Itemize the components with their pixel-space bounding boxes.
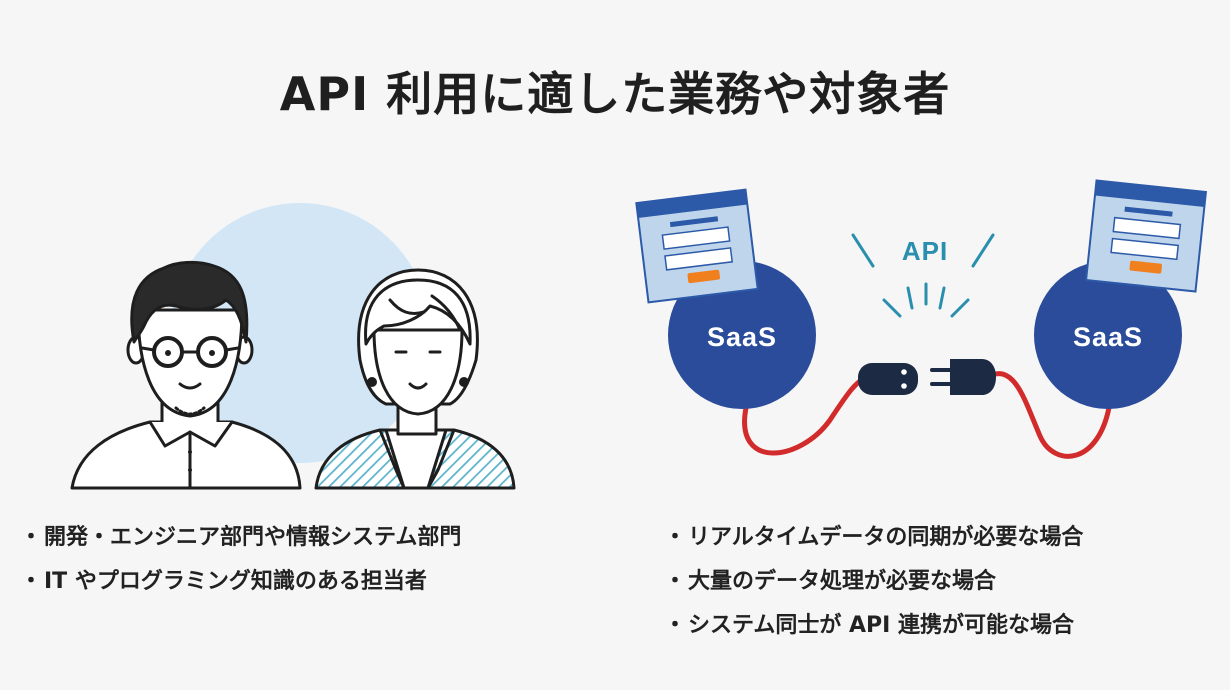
app-window-icon-right (1084, 179, 1208, 293)
engineers-illustration (70, 203, 516, 490)
api-connection-diagram: SaaS SaaS (635, 179, 1208, 459)
list-item-text: システム同士が API 連携が可能な場合 (688, 613, 1074, 638)
saas-label-left: SaaS (707, 322, 777, 352)
app-window-icon-left (635, 188, 759, 304)
engineer-woman-icon (314, 268, 516, 490)
spark-lines-icon (851, 233, 995, 318)
api-label: API (902, 236, 948, 266)
page-title: API 利用に適した業務や対象者 (279, 67, 951, 121)
list-item-text: IT やプログラミング知識のある担当者 (44, 569, 427, 594)
bullet-icon: ・ (20, 525, 43, 550)
saas-circle-right (1034, 261, 1182, 409)
list-item: ・システム同士が API 連携が可能な場合 (664, 610, 1083, 654)
target-users-list: ・開発・エンジニア部門や情報システム部門 ・IT やプログラミング知識のある担当… (20, 522, 461, 610)
saas-label-right: SaaS (1073, 322, 1143, 352)
list-item: ・IT やプログラミング知識のある担当者 (20, 566, 461, 610)
illustration: SaaS SaaS (70, 179, 1208, 490)
list-item-text: リアルタイムデータの同期が必要な場合 (688, 525, 1084, 550)
socket-icon (858, 363, 918, 395)
plug-icon (930, 359, 996, 395)
saas-circle-left (668, 261, 816, 409)
bullet-icon: ・ (664, 613, 687, 638)
list-item: ・大量のデータ処理が必要な場合 (664, 566, 1083, 610)
suitable-cases-list: ・リアルタイムデータの同期が必要な場合 ・大量のデータ処理が必要な場合 ・システ… (664, 522, 1083, 654)
backdrop-circle (170, 203, 430, 463)
right-cable (989, 371, 1113, 459)
bullet-icon: ・ (664, 525, 687, 550)
list-item: ・開発・エンジニア部門や情報システム部門 (20, 522, 461, 566)
bullet-icon: ・ (664, 569, 687, 594)
list-item-text: 大量のデータ処理が必要な場合 (688, 569, 997, 594)
list-item-text: 開発・エンジニア部門や情報システム部門 (44, 525, 462, 550)
bullet-icon: ・ (20, 569, 43, 594)
left-cable (742, 374, 871, 456)
list-item: ・リアルタイムデータの同期が必要な場合 (664, 522, 1083, 566)
engineer-man-icon (70, 260, 302, 490)
